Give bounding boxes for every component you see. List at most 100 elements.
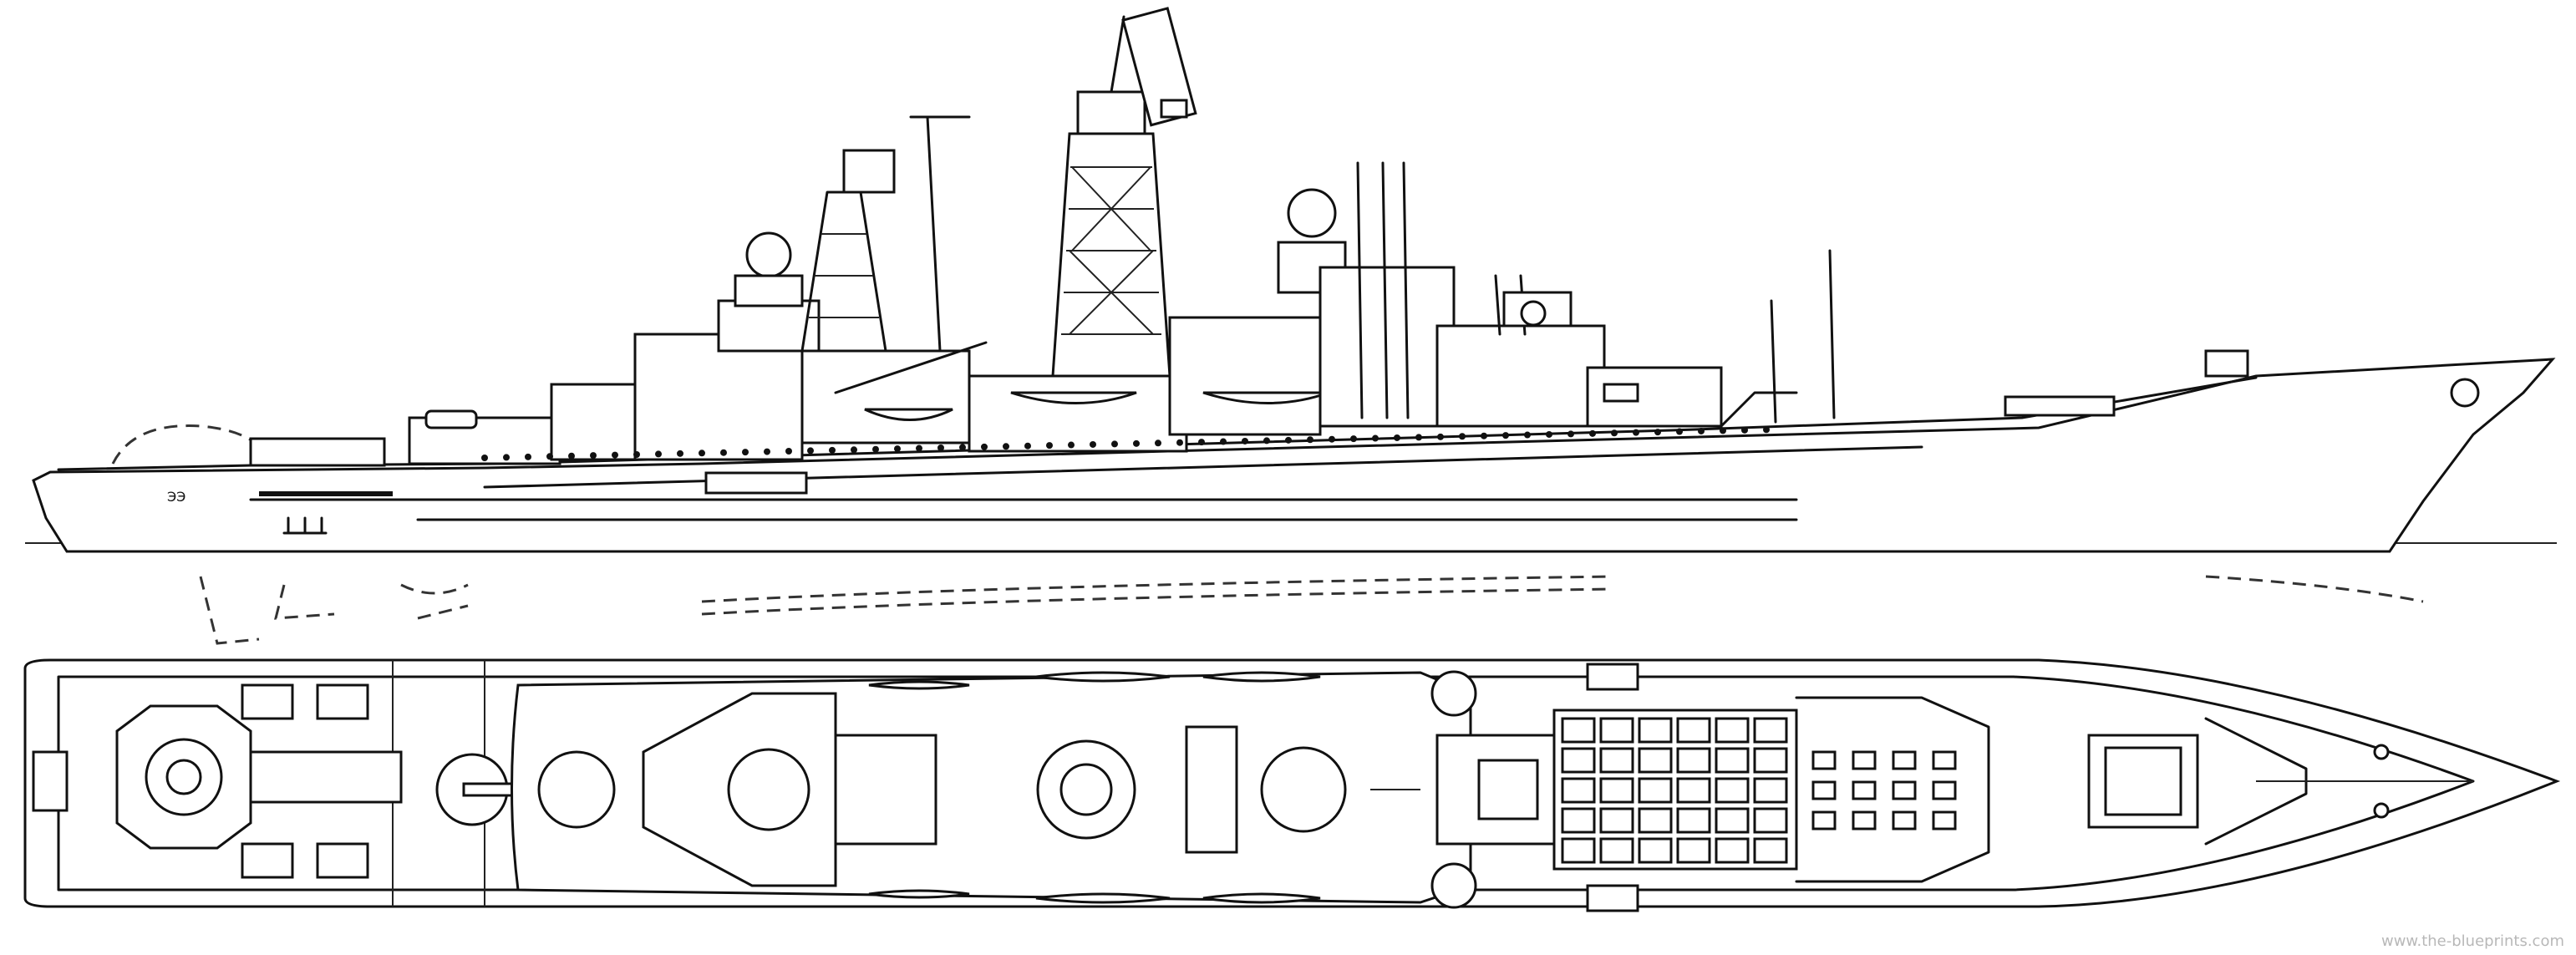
aft-mount-port xyxy=(241,683,294,720)
fwd-launcher xyxy=(1477,759,1539,820)
porthole xyxy=(894,445,901,453)
mid-boat-1 xyxy=(1010,391,1137,404)
watermark: www.the-blueprints.com xyxy=(2380,932,2564,950)
porthole xyxy=(525,453,531,460)
fwd-radar-plan xyxy=(1260,746,1347,833)
porthole xyxy=(1263,437,1270,444)
main-tower xyxy=(1051,132,1171,378)
hull-mark: ЭЭ xyxy=(167,489,185,505)
vls-cell xyxy=(1715,837,1750,864)
vls-cell xyxy=(1715,747,1750,774)
aft-mast-radar xyxy=(842,149,896,194)
mid-aft-block xyxy=(800,349,971,444)
boat-plan-6 xyxy=(1202,892,1321,904)
porthole xyxy=(764,448,770,455)
vls-cell xyxy=(1715,807,1750,834)
bow-cells xyxy=(1811,750,1957,831)
vls-cell xyxy=(1676,807,1711,834)
aft-mount-starboard xyxy=(241,842,294,879)
bow-cell xyxy=(1852,750,1877,770)
porthole xyxy=(1155,439,1161,447)
porthole xyxy=(503,454,510,461)
boat-plan-1 xyxy=(868,680,970,690)
porthole xyxy=(1611,429,1618,437)
vls-cell xyxy=(1753,837,1788,864)
porthole xyxy=(1198,439,1205,446)
bow-cell xyxy=(1811,780,1837,800)
porthole xyxy=(699,450,705,457)
porthole xyxy=(1046,442,1053,450)
porthole xyxy=(1307,436,1313,444)
porthole xyxy=(742,449,749,456)
main-tower-plan-inner xyxy=(1059,763,1113,816)
vls-cell xyxy=(1753,717,1788,744)
fwd-radar-dome xyxy=(1287,188,1337,238)
fwd-mount-port xyxy=(1586,663,1639,691)
hull-band xyxy=(259,491,393,496)
top-plan-view xyxy=(23,658,2561,912)
bow-cell xyxy=(1892,810,1917,831)
porthole xyxy=(1176,439,1183,446)
aft-radar-plan xyxy=(727,748,810,831)
porthole xyxy=(677,450,683,457)
porthole xyxy=(1329,435,1335,443)
tower-radar-arm xyxy=(1160,99,1188,119)
porthole xyxy=(1090,440,1096,448)
propeller-outline xyxy=(400,583,469,620)
mid-superstructure xyxy=(1168,316,1322,436)
tower-top-platform xyxy=(1076,90,1146,135)
porthole xyxy=(1133,439,1140,447)
vls-cell xyxy=(1753,777,1788,804)
aft-mount-starboard-2 xyxy=(316,842,369,879)
boat-plan-5 xyxy=(1035,892,1171,904)
porthole xyxy=(568,452,575,460)
portholes xyxy=(481,426,1770,461)
hull-side xyxy=(32,358,2556,553)
bow-cell xyxy=(1892,750,1917,770)
fwd-gun-mount xyxy=(1603,383,1639,403)
boat-plan-2 xyxy=(1035,671,1171,683)
porthole xyxy=(1502,432,1509,439)
porthole xyxy=(981,443,988,450)
porthole xyxy=(1415,434,1422,441)
bow-cell xyxy=(1852,780,1877,800)
hull-panel xyxy=(704,471,808,495)
sonar-dome-outline-lower xyxy=(701,587,1613,616)
porthole xyxy=(785,447,792,455)
anchor-hawse xyxy=(2450,378,2480,408)
porthole xyxy=(655,450,662,458)
porthole xyxy=(1763,426,1770,434)
aft-superstructure-2 xyxy=(633,333,804,461)
porthole xyxy=(1698,427,1705,434)
bow-cell xyxy=(1892,780,1917,800)
porthole xyxy=(1220,438,1227,445)
aft-pole-mast xyxy=(909,115,971,353)
aft-helicopter-outline xyxy=(111,424,269,465)
aft-director-plan xyxy=(537,750,616,829)
bow-pole-mast xyxy=(1828,249,1836,419)
porthole xyxy=(1676,428,1683,435)
aft-radar-dome xyxy=(745,231,792,278)
bow-launcher-hatch xyxy=(2104,746,2182,816)
bow-cell xyxy=(1932,750,1957,770)
aft-crane-boom xyxy=(834,341,988,394)
vls-cells xyxy=(1561,717,1788,864)
vls-cell xyxy=(1561,837,1596,864)
anchor-windlass-starboard xyxy=(2373,802,2390,819)
porthole xyxy=(1546,430,1552,438)
vls-cell xyxy=(1561,807,1596,834)
ciws-port xyxy=(1430,670,1477,717)
stern-platform xyxy=(32,750,69,812)
vls-cell xyxy=(1753,807,1788,834)
porthole xyxy=(546,453,553,460)
porthole xyxy=(1589,429,1596,437)
porthole xyxy=(851,446,857,454)
porthole xyxy=(959,444,966,451)
foredeck-outline xyxy=(1795,696,1990,883)
porthole xyxy=(1003,443,1009,450)
vls-cell xyxy=(1599,717,1634,744)
bow-launcher xyxy=(2004,395,2116,417)
porthole xyxy=(807,447,814,455)
mid-mast-plan xyxy=(1185,725,1238,854)
